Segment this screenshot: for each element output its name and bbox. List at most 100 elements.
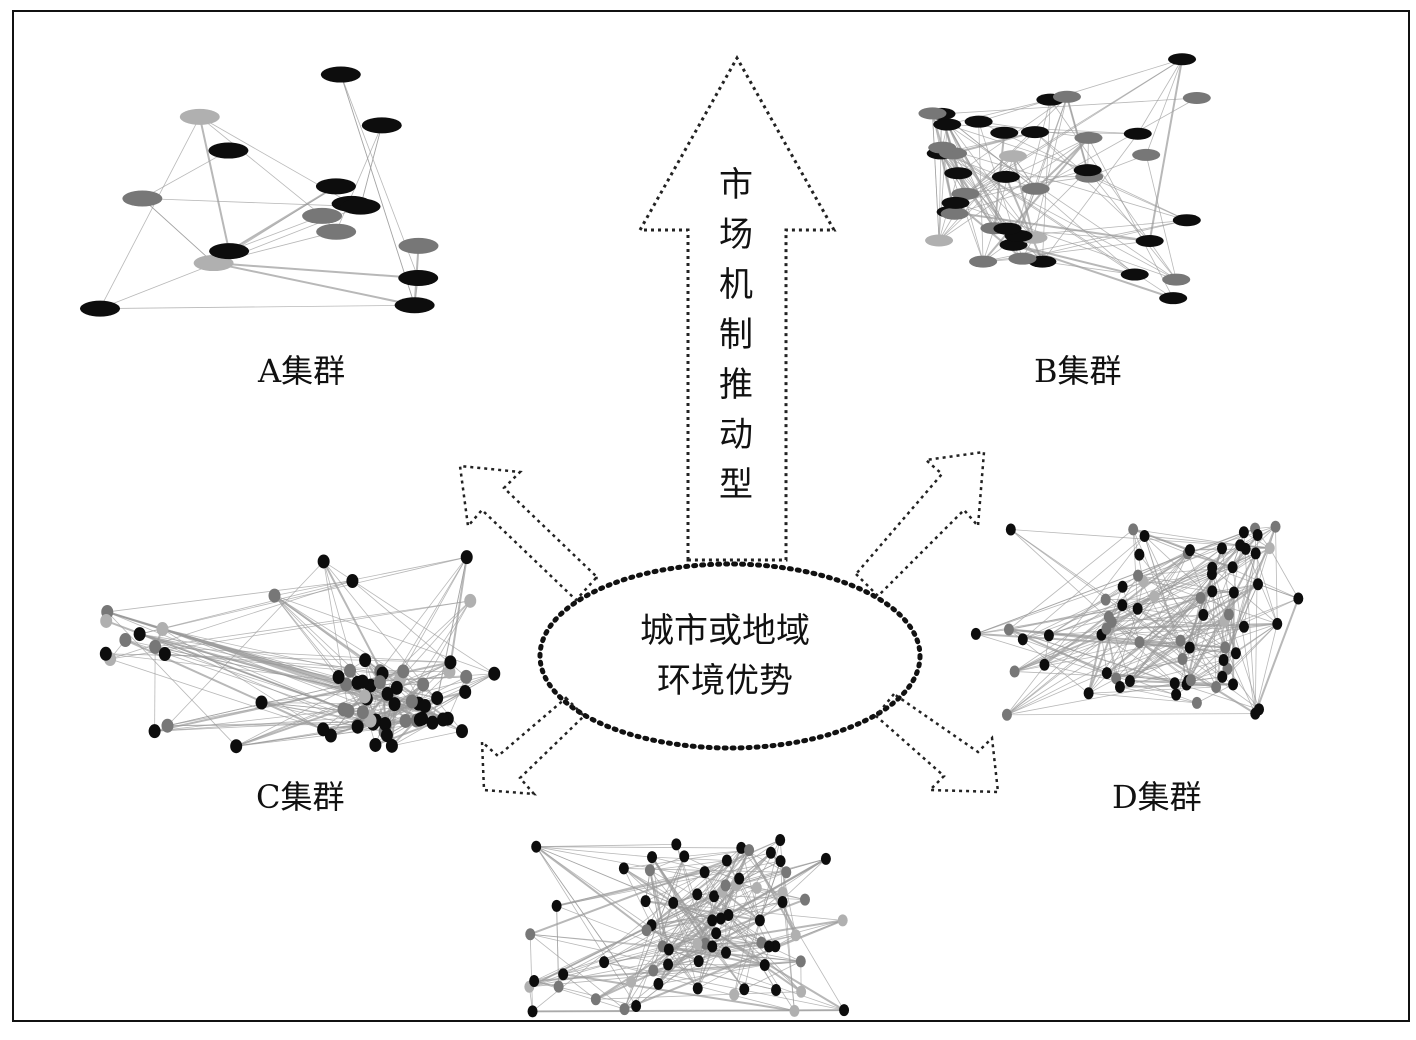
- network-node: [1101, 667, 1112, 680]
- main-arrow-char: 场: [719, 215, 753, 255]
- network-edge: [1243, 532, 1256, 714]
- network-edge: [662, 945, 801, 962]
- network-node: [771, 983, 782, 996]
- network-node: [699, 866, 710, 879]
- network-node: [1132, 602, 1143, 615]
- network-edge: [668, 949, 801, 962]
- network-edge: [1006, 548, 1223, 716]
- network-node: [1254, 703, 1265, 716]
- network-edge: [759, 839, 781, 921]
- network-edge: [1033, 96, 1068, 238]
- network-node: [1001, 708, 1012, 721]
- network-edge: [1129, 583, 1259, 682]
- network-edge: [672, 902, 699, 989]
- network-node: [209, 243, 250, 260]
- network-edge: [1106, 622, 1278, 630]
- network-edge: [236, 682, 358, 747]
- network-node: [444, 655, 457, 670]
- network-edge: [534, 980, 625, 1010]
- network-node: [756, 936, 767, 949]
- network-node: [964, 115, 993, 128]
- network-edge: [154, 703, 395, 732]
- network-node: [640, 895, 651, 908]
- network-node: [599, 956, 610, 969]
- network-edge: [162, 628, 463, 732]
- network-node: [464, 593, 477, 608]
- network-node: [993, 222, 1022, 235]
- network-node: [1168, 53, 1197, 66]
- network-node: [359, 653, 372, 668]
- network-node: [668, 896, 679, 909]
- network-edge: [99, 116, 201, 309]
- network-node: [1133, 569, 1144, 582]
- network-edge: [624, 924, 652, 1010]
- network-node: [255, 695, 268, 710]
- network-node: [149, 639, 162, 654]
- network-node: [837, 914, 848, 927]
- network-edge: [155, 646, 451, 663]
- network-edge: [942, 147, 1135, 275]
- network-node: [332, 670, 345, 685]
- network-node: [1191, 696, 1202, 709]
- network-edge: [623, 868, 652, 926]
- network-node: [193, 255, 234, 272]
- network-node: [1253, 578, 1264, 591]
- network-edge: [1006, 608, 1138, 716]
- network-node: [951, 187, 980, 200]
- network-edge: [142, 198, 214, 264]
- network-node: [398, 237, 439, 254]
- network-edge: [1144, 535, 1188, 554]
- network-node: [1123, 127, 1152, 140]
- network-edge: [534, 960, 801, 983]
- network-edge: [529, 859, 728, 936]
- network-edge: [529, 960, 801, 988]
- network-edge: [651, 856, 740, 879]
- network-node: [1128, 523, 1139, 536]
- network-edge: [651, 871, 787, 926]
- center-label: 城市或地域 环境优势: [600, 606, 850, 706]
- network-edge: [164, 653, 351, 672]
- network-node: [399, 713, 412, 728]
- network-node: [671, 838, 682, 851]
- network-edge: [536, 846, 742, 849]
- network-node: [122, 190, 163, 207]
- network-edge: [1137, 59, 1183, 134]
- network-node: [1003, 623, 1014, 636]
- network-node: [663, 943, 674, 956]
- network-edge: [164, 653, 404, 672]
- network-edge: [213, 262, 415, 307]
- network-node: [723, 909, 734, 922]
- network-edge: [1008, 629, 1175, 684]
- network-edge: [781, 901, 797, 936]
- network-node: [721, 854, 732, 867]
- network-edge: [399, 676, 467, 680]
- network-node: [707, 940, 718, 953]
- network-edge: [391, 722, 433, 747]
- network-node: [928, 141, 957, 154]
- network-node: [631, 1000, 642, 1013]
- network-node: [736, 841, 747, 854]
- network-node: [551, 899, 562, 912]
- network-node: [711, 927, 722, 940]
- network-node: [390, 680, 403, 695]
- network-node: [351, 719, 364, 734]
- network-node: [397, 664, 410, 679]
- network-node: [647, 851, 658, 864]
- network-edge: [1254, 598, 1300, 714]
- network-edge: [738, 878, 776, 947]
- network-edge: [1087, 604, 1124, 694]
- network-node: [799, 893, 810, 906]
- network-edge: [1013, 243, 1135, 276]
- network-node: [346, 574, 359, 589]
- network-edge: [228, 215, 323, 252]
- network-node: [1159, 292, 1188, 305]
- network-edge: [946, 124, 995, 229]
- network-edge: [713, 895, 762, 943]
- network-node: [1100, 593, 1111, 606]
- network-node: [790, 929, 801, 942]
- network-edge: [1145, 154, 1177, 280]
- network-edge: [662, 945, 765, 966]
- network-node: [1217, 670, 1228, 683]
- network-edge: [978, 58, 1183, 123]
- network-edge: [1008, 529, 1134, 630]
